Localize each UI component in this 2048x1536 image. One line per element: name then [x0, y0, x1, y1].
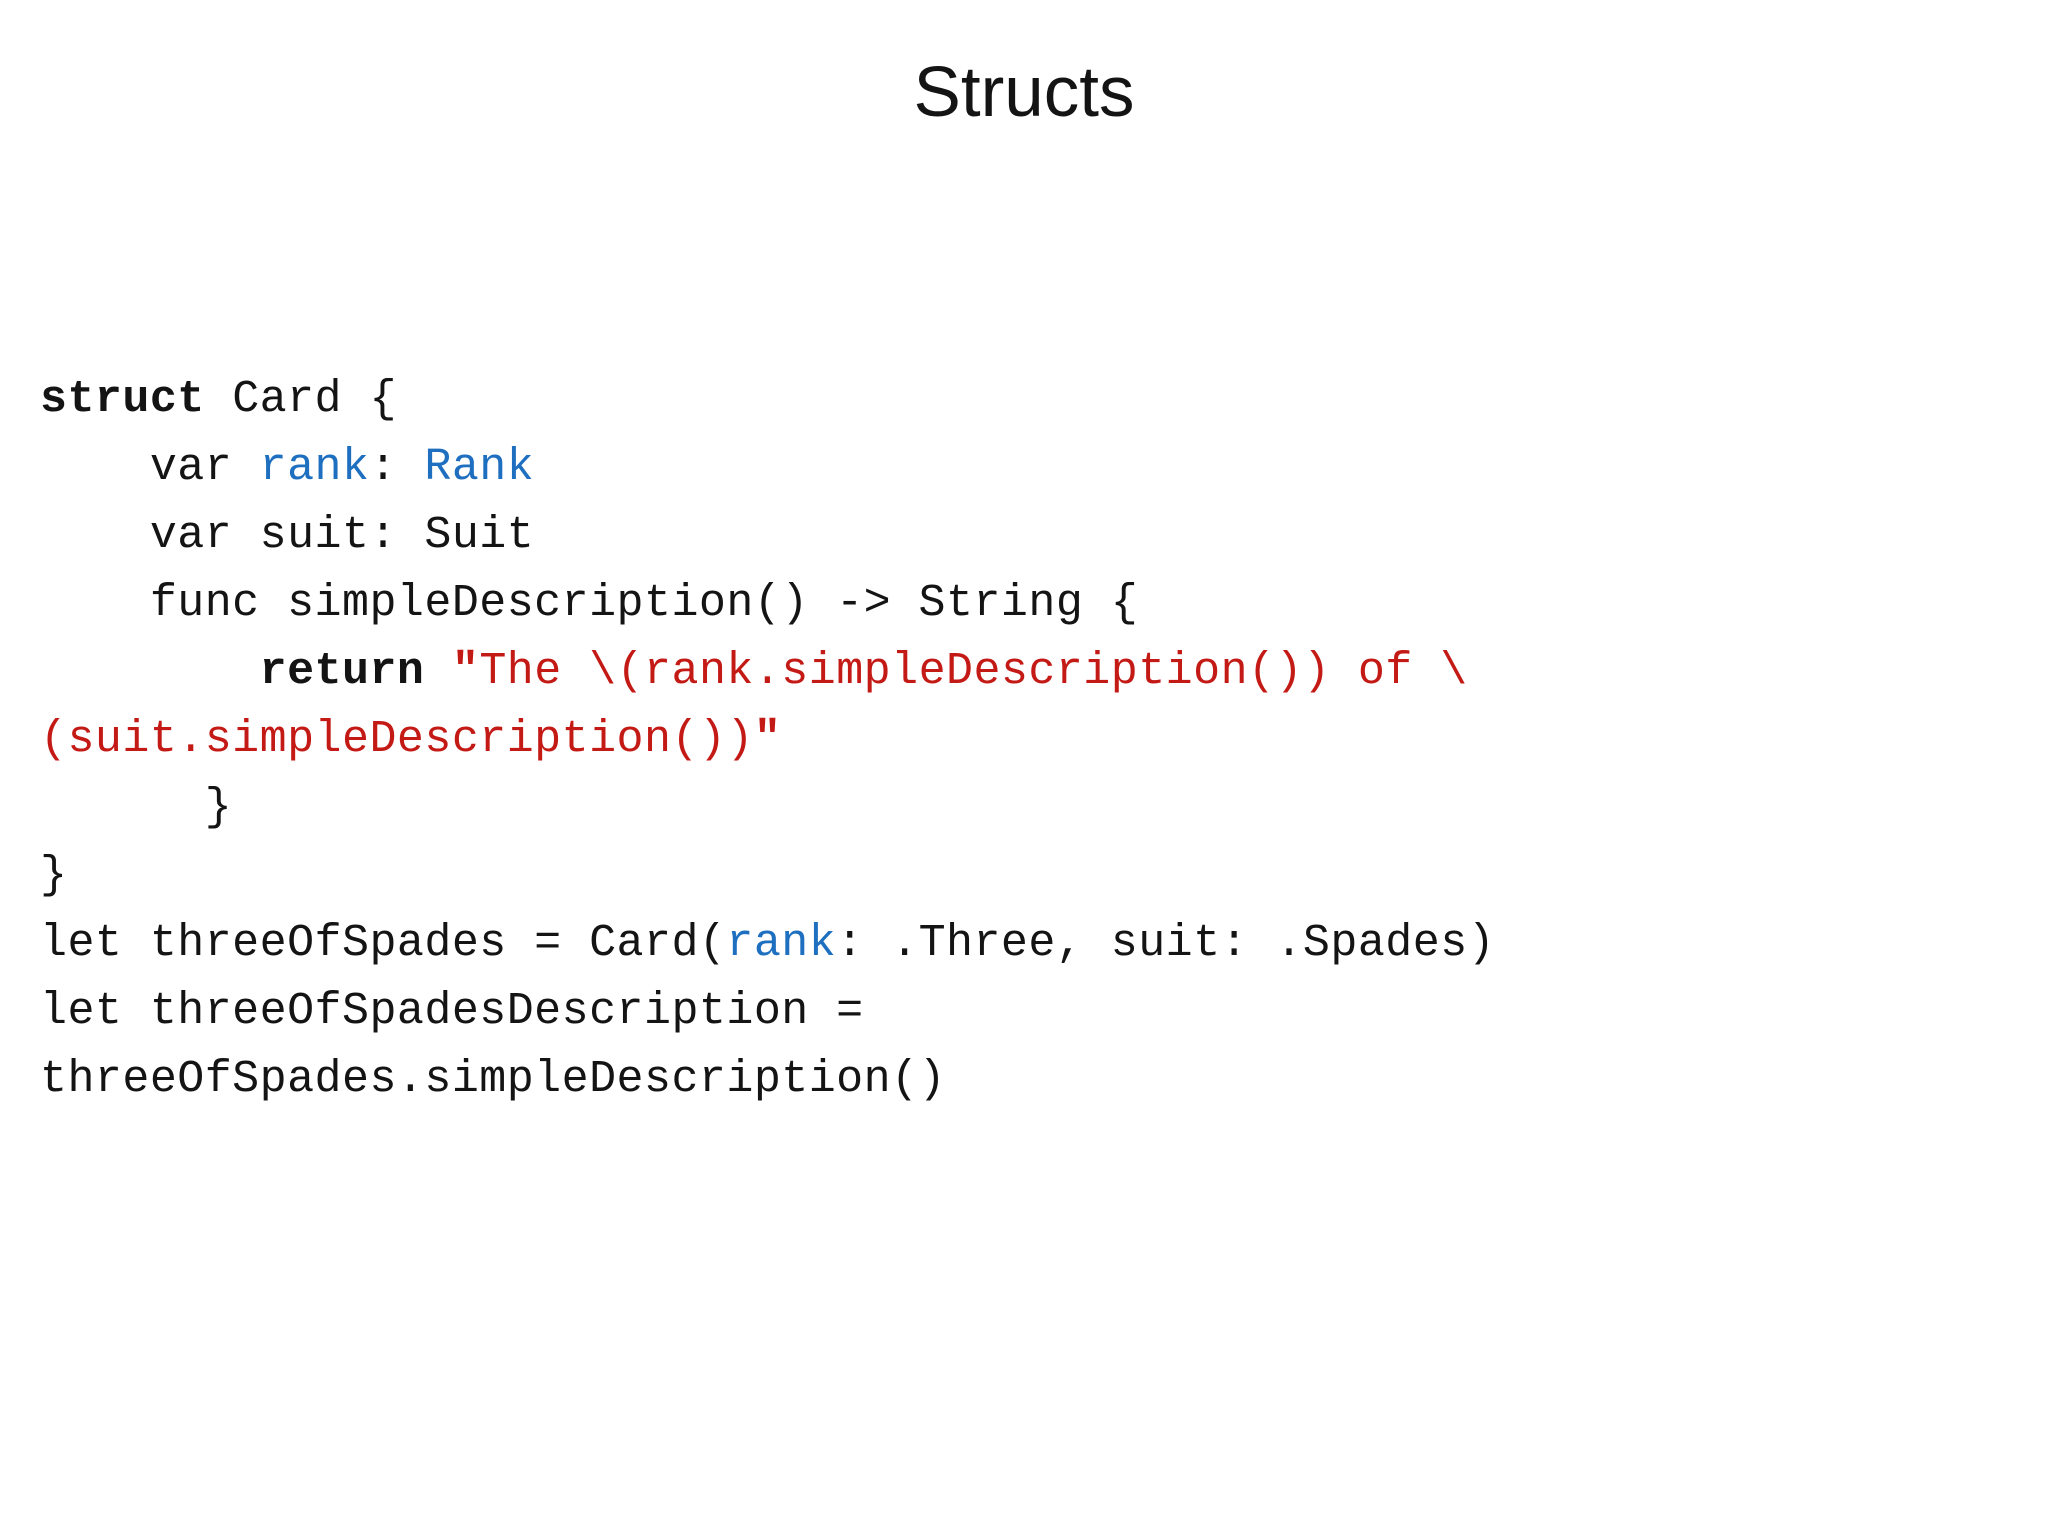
code-keyword: return [259, 646, 425, 697]
code-line: var rank: Rank [40, 434, 1540, 502]
code-text: func simpleDescription() -> String { [40, 578, 1139, 629]
code-text: } [40, 782, 233, 833]
code-text: var suit: Suit [40, 510, 535, 561]
code-text [40, 646, 260, 697]
code-text [424, 646, 451, 697]
code-string: (suit.simpleDescription()) [40, 714, 754, 765]
code-type-name: rank [259, 442, 370, 493]
code-line: } [40, 774, 1540, 842]
code-type-name: rank [726, 918, 837, 969]
code-keyword: struct [40, 374, 205, 425]
code-line: } [40, 842, 1540, 910]
code-text: let threeOfSpadesDescription = [40, 986, 864, 1037]
code-text: Card { [204, 374, 397, 425]
code-string-quote: " [451, 646, 480, 697]
code-text: } [40, 850, 68, 901]
code-text: var [40, 442, 260, 493]
code-line: let threeOfSpades = Card(rank: .Three, s… [40, 910, 1540, 978]
code-text: let threeOfSpades = Card( [40, 918, 727, 969]
code-line: return "The \(rank.simpleDescription()) … [40, 638, 1540, 706]
code-line: func simpleDescription() -> String { [40, 570, 1540, 638]
code-string: The \(rank.simpleDescription()) of \ [479, 646, 1468, 697]
code-line: (suit.simpleDescription())" [40, 706, 1540, 774]
code-type-name: Rank [424, 442, 535, 493]
code-text: : [369, 442, 425, 493]
code-text: threeOfSpades.simpleDescription() [40, 1054, 946, 1105]
code-line: threeOfSpades.simpleDescription() [40, 1046, 1540, 1114]
code-line: var suit: Suit [40, 502, 1540, 570]
code-block: struct Card { var rank: Rank var suit: S… [40, 366, 1540, 1114]
code-line: let threeOfSpadesDescription = [40, 978, 1540, 1046]
code-text: : .Three, suit: .Spades) [836, 918, 1496, 969]
code-string-quote: " [753, 714, 782, 765]
code-line: struct Card { [40, 366, 1540, 434]
slide-title: Structs [913, 53, 1135, 132]
